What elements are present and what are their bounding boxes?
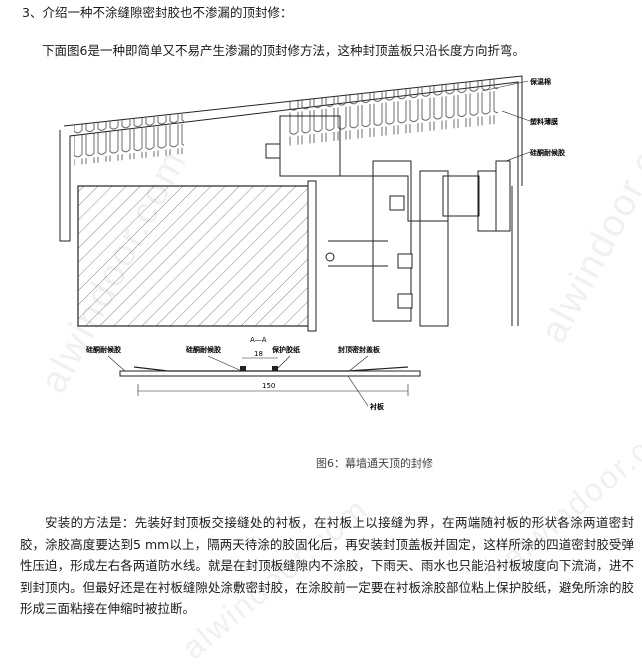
svg-text:封顶密封盖板: 封顶密封盖板 [338,345,381,354]
body-paragraph: 安装的方法是：先装好封顶板交接缝处的衬板，在衬板上以接缝为界，在两端随衬板的形状… [20,515,634,616]
svg-text:硅酮耐候胶: 硅酮耐候胶 [86,345,121,354]
section-heading: 3、介绍一种不涂缝隙密封胶也不渗漏的顶封修： [22,5,293,20]
label-insulation: 保温棉 [529,77,551,86]
svg-text:衬板: 衬板 [369,402,385,411]
steel-angle [307,180,317,332]
mullion-profile [477,160,519,326]
label-silicone-sealant: 硅酮耐候胶 [530,148,565,157]
svg-text:A—A: A—A [250,336,267,344]
intro-paragraph: 下面图6是一种即简单又不易产生渗漏的顶封修方法，这种封顶盖板只沿长度方向折弯。 [42,43,525,58]
bolt-icon [265,143,413,309]
figure-caption: 图6：幕墙通天顶的封修 [316,457,433,470]
svg-text:150: 150 [262,382,275,390]
svg-text:硅酮耐候胶: 硅酮耐候胶 [186,345,221,354]
svg-text:保护胶纸: 保护胶纸 [271,345,300,354]
svg-text:18: 18 [254,350,263,358]
insulation-coils [288,78,498,146]
detail-a-a: 硅酮耐候胶 硅酮耐候胶 保护胶纸 封顶密封盖板 A—A 18 150 衬板 [86,336,421,411]
concrete-wall [77,185,315,327]
cap-plate [59,75,523,242]
figure-6-drawing: 保温棉 塑料薄膜 硅酮耐候胶 硅酮耐候胶 硅酮耐候胶 保护胶纸 封顶密封盖板 A… [48,66,588,411]
insulation-coils [74,113,184,166]
label-plastic-film: 塑料薄膜 [530,117,558,126]
